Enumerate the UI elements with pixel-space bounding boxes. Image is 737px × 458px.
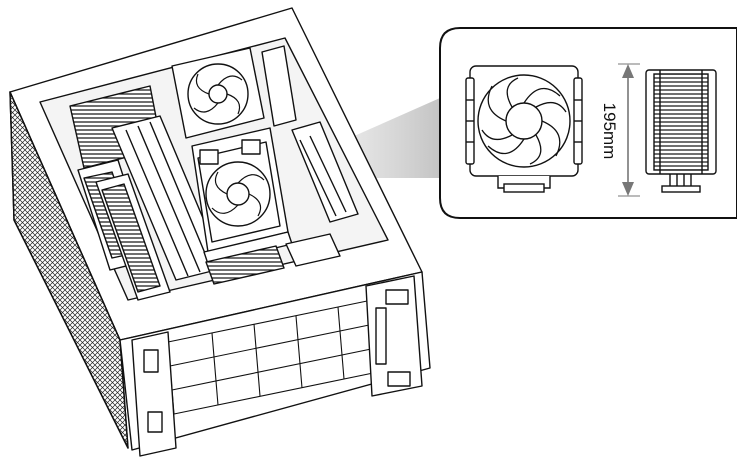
cooler-height-label: 195mm: [600, 103, 619, 160]
case-cpu-cooler: [191, 127, 293, 265]
rear-exhaust-fan: [171, 47, 265, 139]
pc-case-drawing: [9, 7, 431, 457]
cpu-cooler-side-view: [645, 69, 717, 193]
cpu-cooler-front-view: [465, 65, 583, 193]
cooler-dimension-callout: 195mm: [439, 27, 737, 219]
dimension-arrow: [618, 63, 640, 197]
